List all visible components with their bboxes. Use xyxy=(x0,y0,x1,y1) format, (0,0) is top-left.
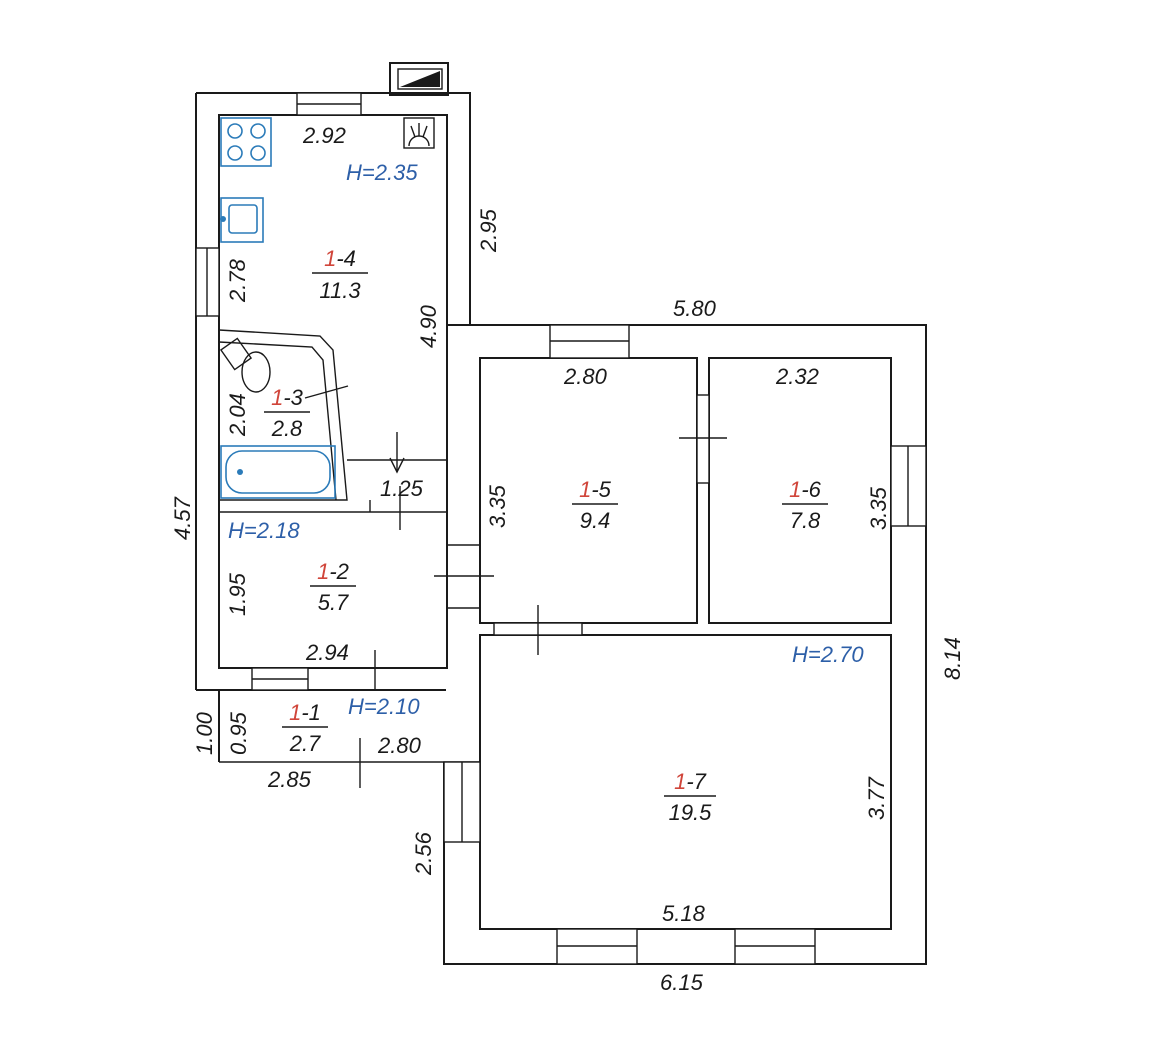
chimney xyxy=(389,62,449,96)
sink-icon xyxy=(220,197,264,243)
svg-text:19.5: 19.5 xyxy=(669,800,713,825)
light-fixture-icon xyxy=(403,117,435,149)
room-label-1-2: 1-2 5.7 xyxy=(310,559,356,615)
dim-overall-left: 4.57 xyxy=(170,496,195,540)
dim-porch-inner: 0.95 xyxy=(226,711,251,755)
dim-porch-outer: 1.00 xyxy=(192,711,217,755)
dim-bath-side: 2.04 xyxy=(225,393,250,437)
dim-room7-side: 3.77 xyxy=(864,776,889,820)
svg-text:1-6: 1-6 xyxy=(789,477,822,502)
dim-room2-width: 2.94 xyxy=(305,640,349,665)
svg-text:1-1: 1-1 xyxy=(289,700,321,725)
stove-icon xyxy=(220,117,272,167)
dim-room6-width: 2.32 xyxy=(775,364,819,389)
dim-overall-right: 8.14 xyxy=(940,637,965,680)
dim-room7-width: 5.18 xyxy=(662,901,706,926)
room-label-1-6: 1-6 7.8 xyxy=(782,477,828,533)
dim-kitchen-width: 2.92 xyxy=(302,123,346,148)
dim-room6-side: 3.35 xyxy=(866,486,891,530)
svg-text:5.7: 5.7 xyxy=(318,590,349,615)
dim-room5-width: 2.80 xyxy=(563,364,608,389)
svg-text:1-2: 1-2 xyxy=(317,559,349,584)
dim-porch-width-inner: 2.80 xyxy=(377,733,422,758)
dim-room5-side: 3.35 xyxy=(485,484,510,528)
entrance-arrow xyxy=(389,432,405,474)
height-label-room-2: H=2.18 xyxy=(228,518,300,543)
dim-kitchen-inner-side: 2.78 xyxy=(225,258,250,303)
svg-text:7.8: 7.8 xyxy=(790,508,821,533)
svg-text:1-4: 1-4 xyxy=(324,246,356,271)
room-label-1-5: 1-5 9.4 xyxy=(572,477,618,533)
dim-room2-side: 1.95 xyxy=(225,572,250,616)
dim-bath-width: 1.25 xyxy=(380,476,424,501)
height-label-porch: H=2.10 xyxy=(348,694,420,719)
toilet-icon xyxy=(219,337,271,393)
svg-text:1-7: 1-7 xyxy=(674,769,707,794)
dim-porch-width-outer: 2.85 xyxy=(267,767,312,792)
svg-text:2.8: 2.8 xyxy=(271,416,303,441)
height-label-main: H=2.70 xyxy=(792,642,864,667)
room-label-1-4: 1-4 11.3 xyxy=(312,246,368,303)
svg-text:2.7: 2.7 xyxy=(289,731,321,756)
height-label-kitchen: H=2.35 xyxy=(346,160,418,185)
dim-wing-length: 4.90 xyxy=(416,304,441,348)
dim-lower-left: 2.56 xyxy=(411,831,436,876)
svg-text:11.3: 11.3 xyxy=(319,278,361,303)
room-label-1-3: 1-3 2.8 xyxy=(264,385,310,441)
bathtub-icon xyxy=(220,445,336,499)
svg-text:9.4: 9.4 xyxy=(580,508,611,533)
doors xyxy=(304,385,727,788)
dim-kitchen-outer-side: 2.95 xyxy=(476,208,501,253)
dim-bottom-total: 6.15 xyxy=(660,970,704,995)
windows xyxy=(195,92,927,965)
svg-text:1-5: 1-5 xyxy=(579,477,612,502)
svg-text:1-3: 1-3 xyxy=(271,385,304,410)
dim-main-top: 5.80 xyxy=(673,296,717,321)
room-label-1-7: 1-7 19.5 xyxy=(664,769,716,825)
left-partitions xyxy=(218,329,480,609)
room-label-1-1: 1-1 2.7 xyxy=(282,700,328,756)
